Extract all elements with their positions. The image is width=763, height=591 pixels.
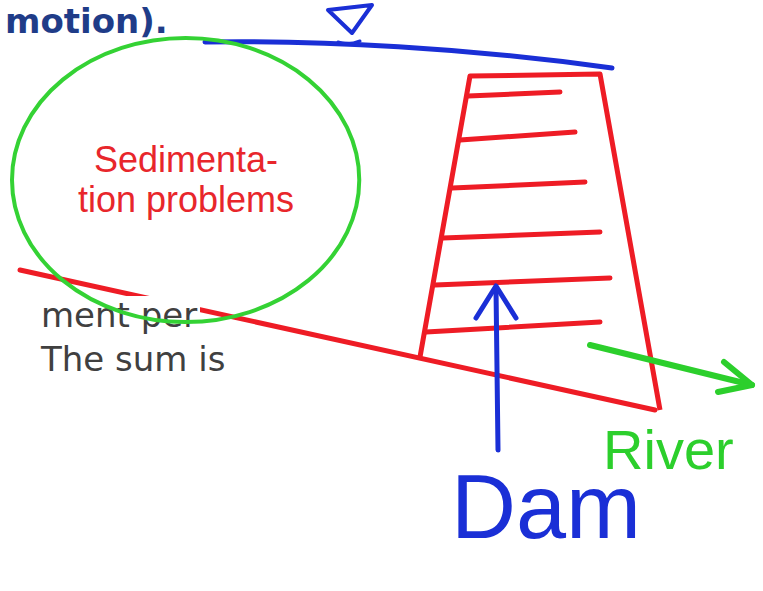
pointer-arrow <box>476 286 516 450</box>
dam-hatching <box>426 92 610 332</box>
slide-text: motion). <box>2 2 171 41</box>
water-level-symbol <box>338 41 360 44</box>
slide-text: ment per <box>38 296 200 335</box>
sedimentation-zone: Sedimenta- tion problems <box>9 35 362 325</box>
slide-text: ment per <box>38 296 200 335</box>
zone-text: Sedimenta- tion problems <box>71 140 301 219</box>
river-label: River <box>600 418 737 482</box>
slide-text: The sum is <box>38 340 228 379</box>
river-label: River <box>600 418 737 482</box>
riverbed-line <box>20 270 655 410</box>
dam-outline <box>420 74 660 410</box>
zone-outline <box>12 38 359 322</box>
water-level-symbol <box>328 5 372 33</box>
slide-text: The sum is <box>38 340 228 379</box>
flow-arrow <box>590 345 752 392</box>
slide-text: motion). <box>2 2 171 41</box>
